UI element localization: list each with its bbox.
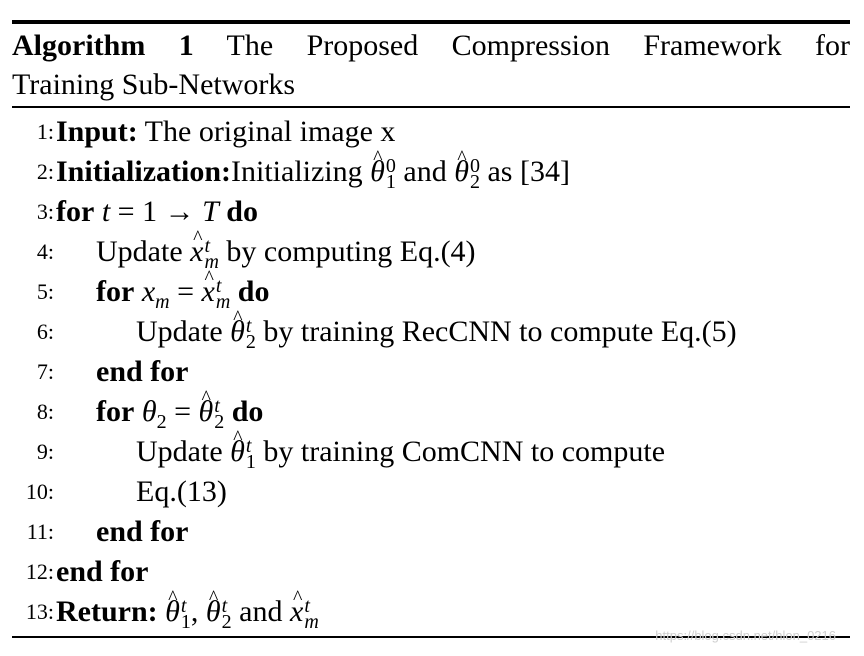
bottom-rule xyxy=(12,636,850,638)
algorithm-line: 2: Initialization:Initializing θ01 and θ… xyxy=(12,138,850,192)
algorithm-line: 5: for xm = xtm do xyxy=(12,258,850,313)
line-number: 11: xyxy=(26,519,54,544)
algorithm-line: 8: for θ2 = θt2 do xyxy=(12,378,850,433)
line-number: 3: xyxy=(36,199,54,224)
line-number: 7: xyxy=(36,359,54,384)
line-content: Initialization:Initializing θ01 and θ02 … xyxy=(56,138,570,192)
line-content: for t = 1 → T do xyxy=(56,195,258,228)
caption-text-line2: Training Sub-Networks xyxy=(12,68,296,101)
line-number: 4: xyxy=(36,239,54,264)
algorithm-line: 4: Update xtm by computing Eq.(4) xyxy=(12,218,850,272)
algorithm-line: 9: Update θt1 by training ComCNN to comp… xyxy=(12,418,850,472)
algorithm-caption: Algorithm 1 The Proposed Compression Fra… xyxy=(12,24,850,68)
line-content: Input: The original image x xyxy=(56,115,396,148)
algorithm-line: 12: end for xyxy=(12,552,850,592)
line-content: Return: θt1, θt2 and xtm xyxy=(56,578,319,632)
algorithm-line: 1: Input: The original image x xyxy=(12,112,850,152)
algorithm-line: 3: for t = 1 → T do xyxy=(12,192,850,232)
algorithm-block: Algorithm 1 The Proposed Compression Fra… xyxy=(12,20,850,638)
line-number: 10: xyxy=(25,479,54,504)
line-number: 12: xyxy=(25,559,54,584)
top-rule xyxy=(12,20,850,24)
line-content: for θ2 = θt2 do xyxy=(96,378,263,442)
algorithm-line: 6: Update θt2 by training RecCNN to comp… xyxy=(12,298,850,352)
line-number: 8: xyxy=(36,399,54,424)
line-content: Eq.(13) xyxy=(136,475,227,508)
line-content: end for xyxy=(96,355,189,388)
algorithm-label: Algorithm 1 xyxy=(12,29,194,62)
line-content: Update θt1 by training ComCNN to compute xyxy=(136,418,665,472)
line-number: 2: xyxy=(36,159,54,184)
watermark: https://blog.csdn.net/hlon_0216 xyxy=(655,628,836,643)
line-number: 5: xyxy=(36,279,54,304)
line-number: 1: xyxy=(36,119,54,144)
algorithm-line: 13: Return: θt1, θt2 and xtm xyxy=(12,578,850,632)
algorithm-line: 11: end for xyxy=(12,512,850,552)
line-number: 6: xyxy=(36,319,54,344)
line-content: Update xtm by computing Eq.(4) xyxy=(96,218,476,272)
line-content: for xm = xtm do xyxy=(96,258,269,322)
caption-rule xyxy=(12,106,850,108)
algorithm-line: 10: Eq.(13) xyxy=(12,472,850,512)
line-content: Update θt2 by training RecCNN to compute… xyxy=(136,298,737,352)
line-content: end for xyxy=(56,555,149,588)
caption-text: The Proposed Compression Framework for xyxy=(226,29,850,62)
algorithm-line: 7: end for xyxy=(12,352,850,392)
line-number: 13: xyxy=(25,599,54,624)
line-content: end for xyxy=(96,515,189,548)
line-number: 9: xyxy=(36,439,54,464)
algorithm-lines: 1: Input: The original image x 2: Initia… xyxy=(12,108,850,632)
